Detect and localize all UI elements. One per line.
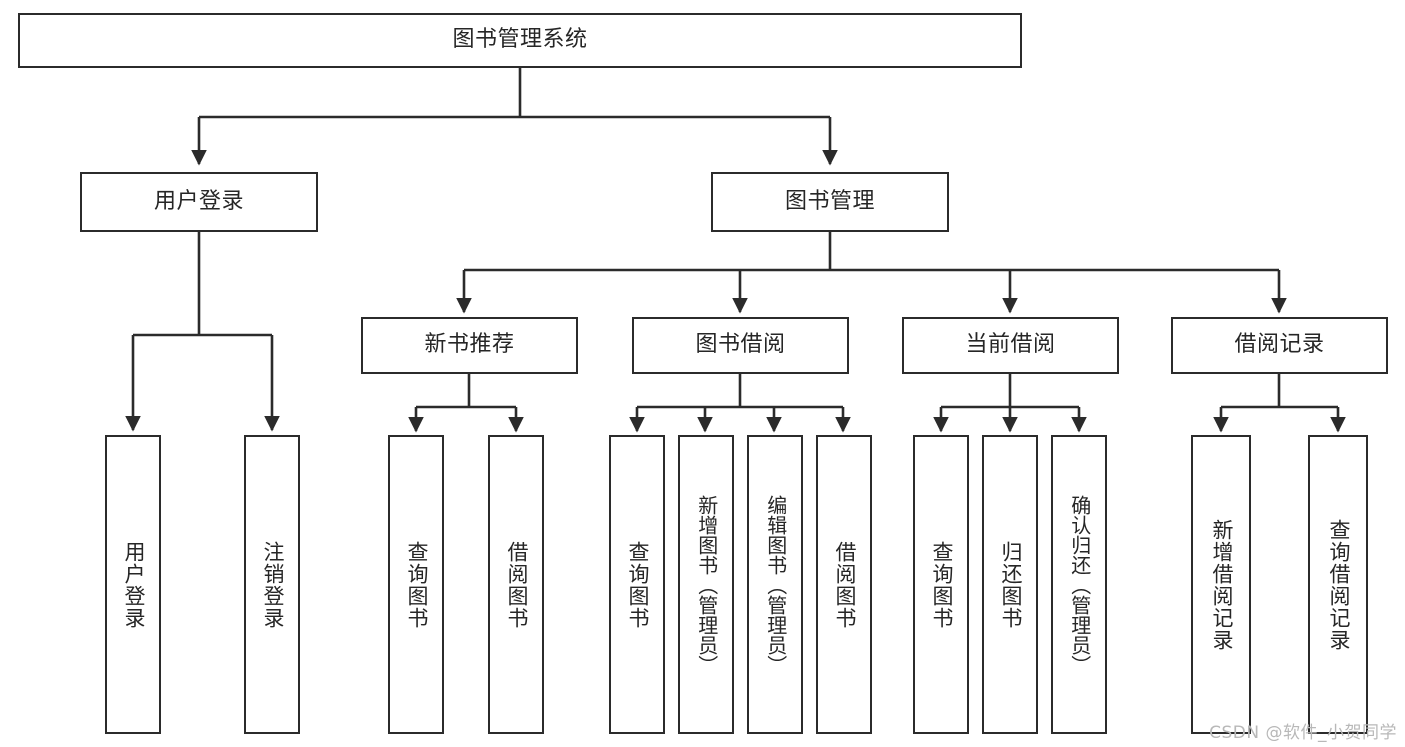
node-label: 用户登录 (121, 540, 146, 629)
node-label: 借阅图书 (504, 540, 529, 629)
node-label: 归还图书 (998, 540, 1023, 629)
node-label: 当前借阅 (965, 332, 1056, 358)
node-label: 确认归还（管理员） (1067, 494, 1092, 675)
node-label: 查询借阅记录 (1326, 518, 1351, 651)
node-label: 查询图书 (929, 540, 954, 629)
node-book-borrow[interactable]: 图书借阅 (632, 317, 849, 374)
node-label: 图书管理 (784, 188, 875, 214)
leaf-query-borrow-record[interactable]: 查询借阅记录 (1308, 435, 1368, 734)
node-label: 新书推荐 (424, 332, 515, 358)
leaf-logout[interactable]: 注销登录 (244, 435, 300, 734)
leaf-borrow-book-recommend[interactable]: 借阅图书 (488, 435, 544, 734)
node-current-borrow[interactable]: 当前借阅 (902, 317, 1119, 374)
node-label: 图书借阅 (695, 332, 786, 358)
leaf-add-borrow-record[interactable]: 新增借阅记录 (1191, 435, 1251, 734)
leaf-query-book-current[interactable]: 查询图书 (913, 435, 969, 734)
node-label: 借阅记录 (1234, 332, 1325, 358)
leaf-user-login[interactable]: 用户登录 (105, 435, 161, 734)
node-root-book-management-system[interactable]: 图书管理系统 (18, 13, 1022, 68)
node-book-management[interactable]: 图书管理 (711, 172, 949, 232)
leaf-query-book-recommend[interactable]: 查询图书 (388, 435, 444, 734)
node-label: 查询图书 (404, 540, 429, 629)
leaf-return-book[interactable]: 归还图书 (982, 435, 1038, 734)
node-label: 新增图书（管理员） (694, 494, 719, 675)
leaf-query-book-borrow[interactable]: 查询图书 (609, 435, 665, 734)
leaf-edit-book-admin[interactable]: 编辑图书（管理员） (747, 435, 803, 734)
node-label: 用户登录 (153, 188, 244, 214)
node-label: 查询图书 (625, 540, 650, 629)
node-label: 借阅图书 (832, 540, 857, 629)
node-label: 注销登录 (260, 540, 285, 629)
leaf-borrow-book[interactable]: 借阅图书 (816, 435, 872, 734)
node-label: 图书管理系统 (452, 27, 588, 53)
node-label: 新增借阅记录 (1209, 518, 1234, 651)
leaf-add-book-admin[interactable]: 新增图书（管理员） (678, 435, 734, 734)
node-new-book-recommend[interactable]: 新书推荐 (361, 317, 578, 374)
node-user-login[interactable]: 用户登录 (80, 172, 318, 232)
node-borrow-record[interactable]: 借阅记录 (1171, 317, 1388, 374)
node-label: 编辑图书（管理员） (763, 494, 788, 675)
leaf-confirm-return-admin[interactable]: 确认归还（管理员） (1051, 435, 1107, 734)
